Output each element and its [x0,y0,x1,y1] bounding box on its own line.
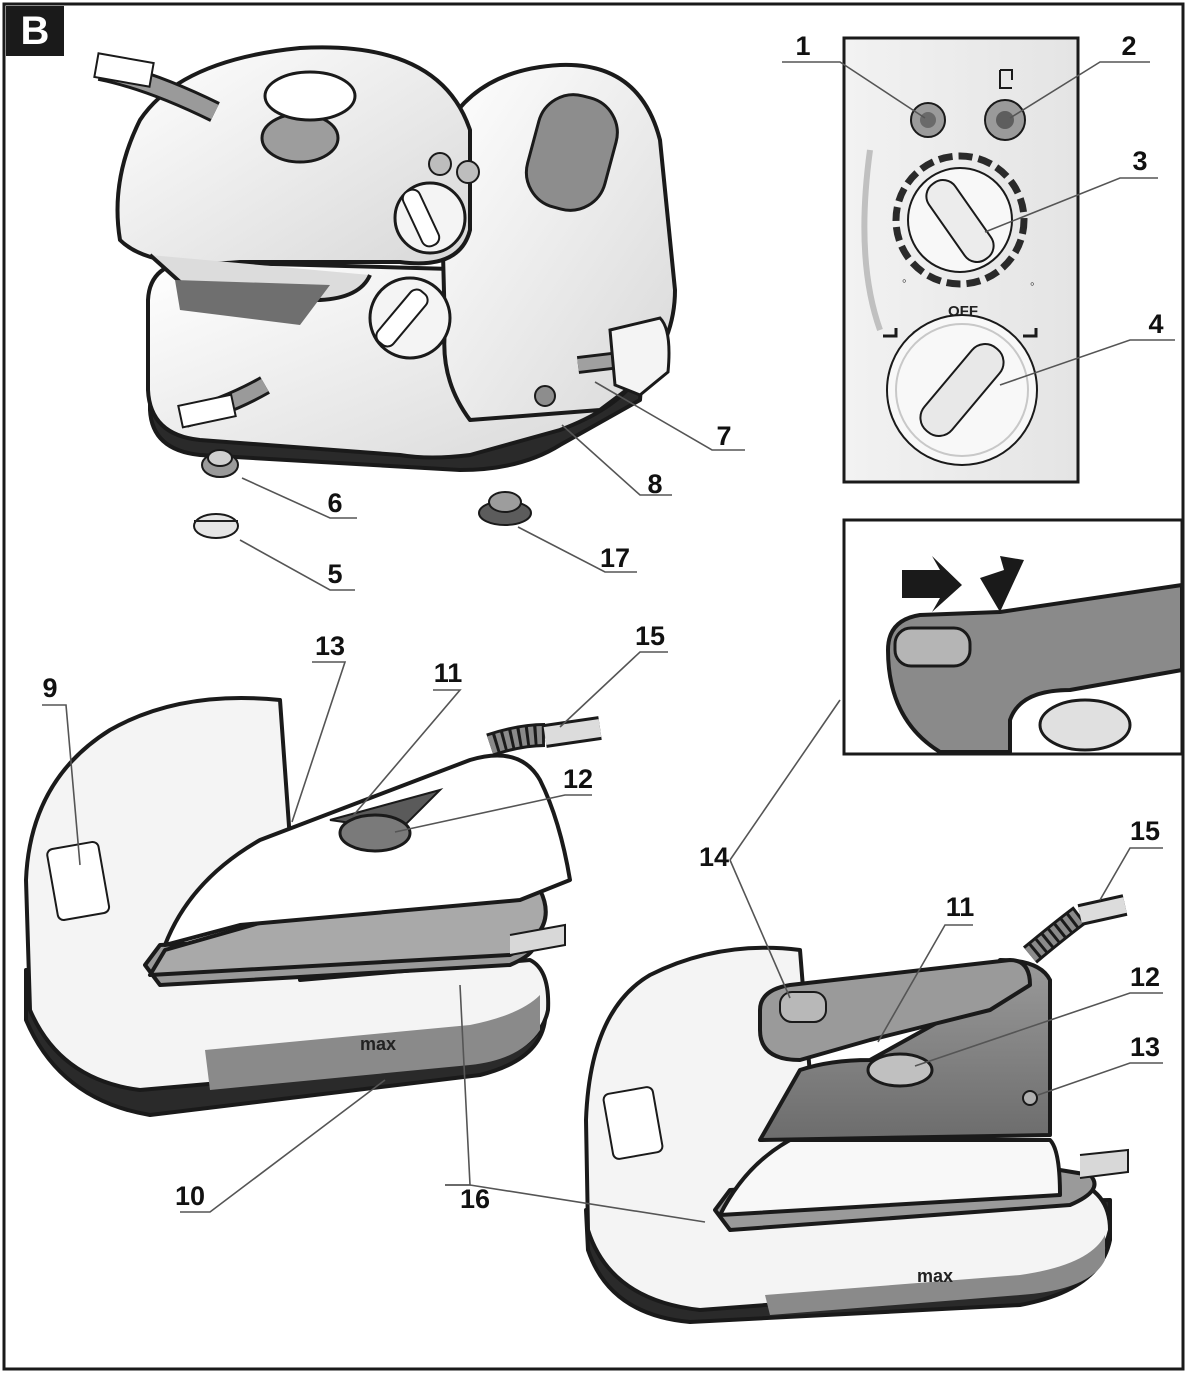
svg-text:max: max [917,1266,953,1286]
control-panel-inset: ◦ ◦ OFF [842,36,1080,484]
callout-labels: 1 2 3 4 5 6 7 8 9 10 11 12 13 14 15 16 1… [42,31,1163,1214]
callout-15-right: 15 [1130,816,1160,846]
iron-icon [883,328,1038,338]
callout-1: 1 [795,31,810,61]
callout-3: 3 [1132,146,1147,176]
callout-11-left: 11 [434,658,463,688]
callout-4: 4 [1148,309,1163,339]
panel-letter: B [21,9,50,53]
pointing-arrow-right-icon [980,556,1024,612]
iron-on-base-left: max [24,696,602,1117]
callout-14: 14 [699,842,729,872]
svg-text:◦: ◦ [902,273,907,288]
callout-13-right: 13 [1130,1032,1160,1062]
leader-lines [42,61,1175,1223]
callout-17: 17 [600,543,630,573]
callout-11-right: 11 [946,892,975,922]
pointing-arrow-left-icon [902,556,962,612]
callout-8: 8 [647,469,662,499]
callout-6: 6 [327,488,342,518]
steam-generator-top-view [93,45,677,472]
spare-parts [193,449,532,539]
callout-10: 10 [175,1181,205,1211]
callout-13-left: 13 [315,631,345,661]
iron-on-base-right: max [584,894,1129,1324]
callout-7: 7 [716,421,731,451]
callout-9: 9 [42,673,57,703]
svg-text:◦: ◦ [1030,276,1035,291]
panel-letter-badge: B [6,6,64,56]
callout-2: 2 [1121,31,1136,61]
callout-12-right: 12 [1130,962,1160,992]
callout-16: 16 [460,1184,490,1214]
callout-12-left: 12 [563,764,593,794]
base-brand-mark: max [360,1034,396,1054]
callout-5: 5 [327,559,342,589]
button-detail-inset [842,518,1184,756]
callout-15-left: 15 [635,621,665,651]
